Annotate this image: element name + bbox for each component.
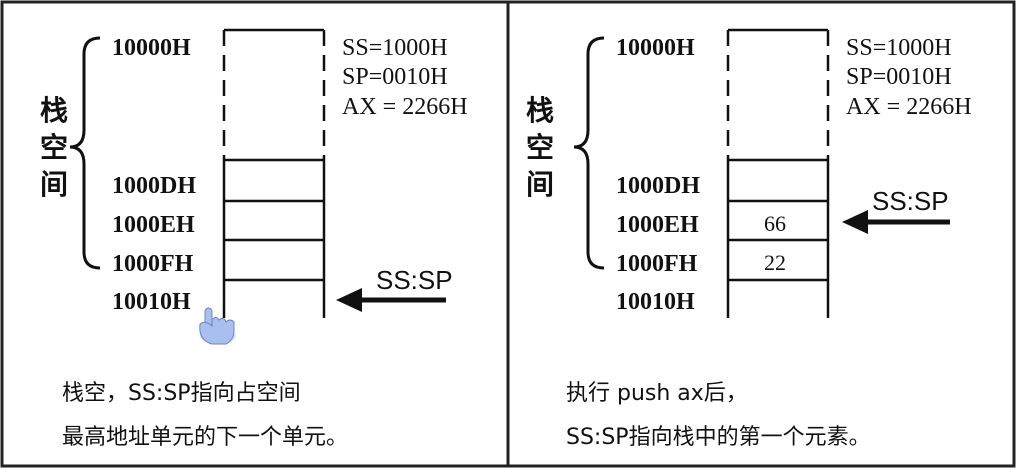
register-sp: SP=0010H [342,64,448,90]
register-ax: AX = 2266H [342,94,468,120]
address-1000dh: 1000DH [616,173,700,199]
stack-label-char-2: 空 [40,131,68,164]
cell-value-1000eh: 66 [764,211,786,236]
address-1000dh: 1000DH [112,173,196,199]
address-1000fh: 1000FH [112,251,194,277]
pointer-label: SS:SP [872,186,949,216]
register-sp: SP=0010H [846,64,952,90]
register-ax: AX = 2266H [846,94,972,120]
stack-space-brace [69,36,101,270]
caption-line-1: 栈空，SS:SP指向占空间 [62,381,301,406]
stack-label-char-3: 间 [40,168,68,201]
address-1000fh: 1000FH [616,251,698,277]
register-ss: SS=1000H [846,35,952,61]
address-10000h: 10000H [616,35,695,61]
panel-left: 栈 空 间 10000H 1000DH 1000EH 1000FH 10010H… [40,28,468,450]
pointer-arrow-head [336,288,362,312]
address-10010h: 10010H [112,289,191,315]
address-10010h: 10010H [616,289,695,315]
hand-pointer-icon [199,307,236,345]
stack-label-char-1: 栈 [526,94,554,127]
pointer-arrow-head [842,210,868,234]
stack-space-brace [573,36,605,270]
caption-line-2: SS:SP指向栈中的第一个元素。 [566,425,871,450]
register-ss: SS=1000H [342,35,448,61]
address-1000eh: 1000EH [112,212,195,238]
panel-right: 栈 空 间 10000H 1000DH 1000EH 1000FH 10010H… [526,28,972,450]
pointer-label: SS:SP [376,265,453,295]
caption-line-2: 最高地址单元的下一个单元。 [62,425,348,450]
address-1000eh: 1000EH [616,212,699,238]
caption-line-1: 执行 push ax后， [566,381,748,406]
address-10000h: 10000H [112,35,191,61]
stack-label-char-3: 间 [526,168,554,201]
stack-label-char-1: 栈 [40,94,68,127]
stack-label-char-2: 空 [526,131,554,164]
cell-value-1000fh: 22 [764,250,786,275]
